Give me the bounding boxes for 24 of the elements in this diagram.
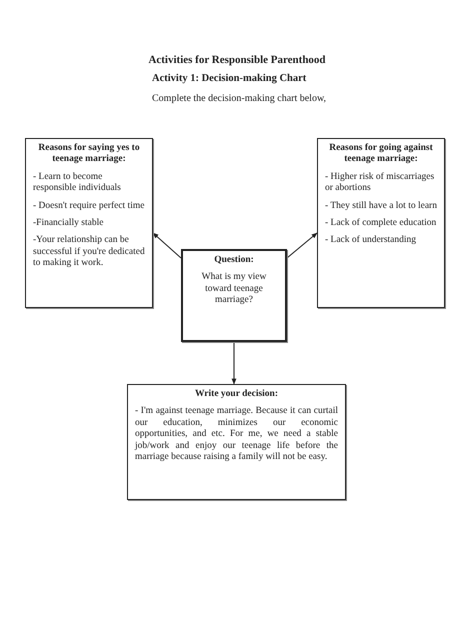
box-text: - Lack of understanding [325, 235, 418, 247]
box-text: -Your relationship can be successful if you're dedicated to making it work. [33, 235, 145, 270]
subheading: Activity 1: Decision-making Chart [152, 73, 306, 84]
box-text: What is my view toward teenage marriage? [200, 272, 268, 307]
box-text: - Learn to become responsible individuals [33, 172, 122, 195]
instruction-text: Complete the decision-making chart below, [152, 93, 326, 104]
text-box [127, 384, 346, 500]
arrow [152, 232, 182, 258]
arrow [232, 342, 236, 385]
box-text: - Lack of complete education [325, 218, 437, 230]
box-heading: Question: [213, 255, 255, 266]
box-text: -Financially stable [33, 218, 104, 230]
text-box [25, 138, 153, 308]
box-text: - I'm against teenage marriage. Because it can curtail our education, minimizes our economic opportunities, and etc. For me, we need a stable job/work and enjoy our teenage life before the marriage because raising a family will not be easy. [135, 406, 338, 464]
arrow [286, 232, 318, 258]
box-heading: Reasons for going against teenage marriage: [328, 143, 434, 166]
text-box [317, 138, 445, 308]
box-text: - They still have a lot to learn [325, 200, 437, 212]
box-heading: Reasons for saying yes to teenage marriage: [37, 143, 141, 166]
box-text: - Higher risk of miscarriages or abortions [325, 172, 436, 195]
text-box [181, 249, 287, 342]
box-text: - Doesn't require perfect time [33, 200, 145, 212]
box-heading: Write your decision: [194, 389, 280, 400]
title: Activities for Responsible Parenthood [147, 54, 327, 66]
